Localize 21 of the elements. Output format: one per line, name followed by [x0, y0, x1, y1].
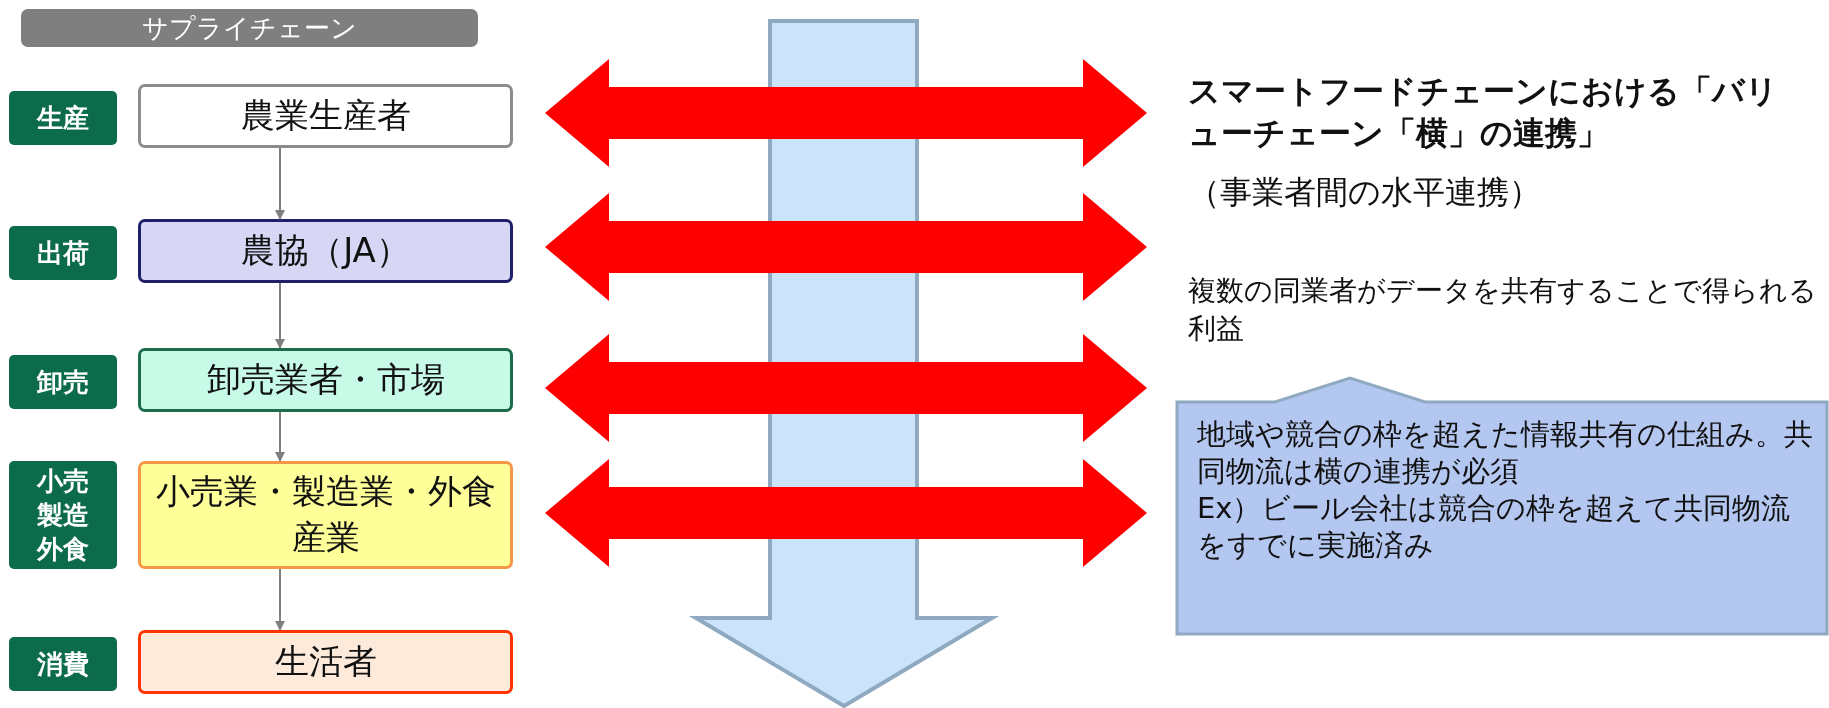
section-header-bar: サプライチェーン [21, 9, 478, 47]
arrow [275, 568, 285, 631]
callout-box [1175, 376, 1829, 636]
stage-tag: 出荷 [9, 226, 117, 280]
stage-tag: 卸売 [9, 355, 117, 409]
stage-tag: 消費 [9, 637, 117, 691]
arrow [275, 147, 285, 220]
process-box: 小売業・製造業・外食産業 [138, 461, 513, 569]
stage-tag: 生産 [9, 91, 117, 145]
heading-text: スマートフードチェーンにおける「バリューチェーン「横」の連携」 [1188, 71, 1779, 154]
callout-text: Ex）ビール会社は競合の枠を超えて共同物流をすでに実施済み [1197, 490, 1792, 564]
description-text: 複数の同業者がデータを共有することで得られる利益 [1188, 273, 1818, 347]
callout-text: 地域や競合の枠を超えた情報共有の仕組み。共同物流は横の連携が必須 [1197, 416, 1814, 490]
stage-tag: 小売製造外食 [9, 461, 117, 569]
process-box: 生活者 [138, 630, 513, 694]
arrow [275, 411, 285, 462]
process-box: 農協（JA） [138, 219, 513, 283]
subheading-text: （事業者間の水平連携） [1188, 172, 1542, 212]
process-box: 農業生産者 [138, 84, 513, 148]
process-box: 卸売業者・市場 [138, 348, 513, 412]
arrow [275, 282, 285, 349]
